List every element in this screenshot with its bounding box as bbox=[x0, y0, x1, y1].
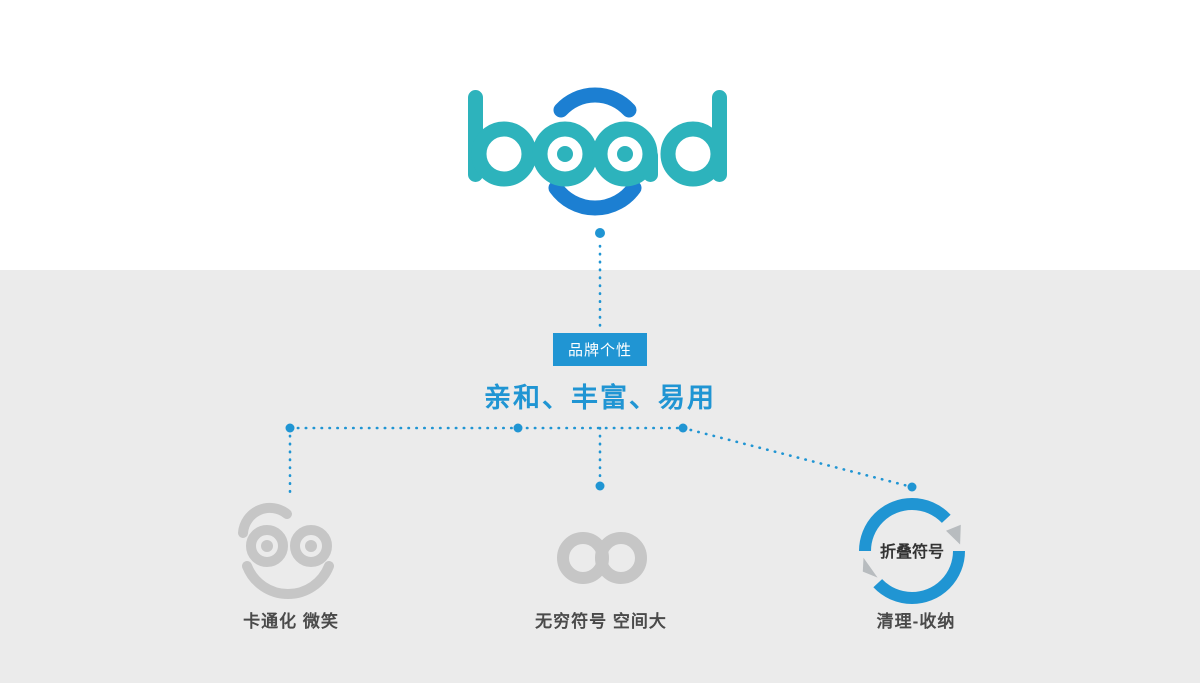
logo-right-pupil bbox=[617, 146, 633, 162]
smiley-brow-arc bbox=[238, 502, 292, 538]
logo-top-arc bbox=[553, 87, 637, 118]
node-label-infinity: 无穷符号 空间大 bbox=[535, 612, 667, 631]
logo-letter-d-stem bbox=[712, 90, 727, 182]
smiley-mouth-arc bbox=[242, 561, 334, 600]
fold-arrowhead-bottom bbox=[862, 557, 878, 578]
infinity-right-loop bbox=[595, 532, 647, 584]
logo-letter-o-eye bbox=[532, 121, 598, 187]
circular-arrows-icon: 折叠符号 bbox=[859, 498, 965, 604]
logo-bottom-arc bbox=[548, 180, 642, 216]
fold-circle-arcs bbox=[859, 498, 965, 604]
smiley-left-pupil bbox=[261, 540, 273, 552]
node-label-fold: 清理-收纳 bbox=[876, 612, 956, 631]
infinity-icon bbox=[557, 532, 647, 584]
logo-letter-a-tail bbox=[643, 148, 658, 182]
logo-left-pupil bbox=[557, 146, 573, 162]
smiley-right-eye bbox=[290, 525, 332, 567]
fold-icon-text: 折叠符号 bbox=[880, 542, 944, 561]
fold-arrowhead-top bbox=[946, 524, 961, 545]
smiley-face-icon bbox=[238, 502, 334, 600]
connector-dot bbox=[595, 228, 605, 238]
brand-traits-heading: 亲和、丰富、易用 bbox=[484, 383, 716, 413]
node-label-cartoon-smile: 卡通化 微笑 bbox=[243, 612, 339, 631]
brand-personality-badge: 品牌个性 bbox=[552, 333, 648, 366]
logo-letter-b-bowl bbox=[471, 121, 537, 187]
boad-logo bbox=[468, 87, 727, 216]
smiley-right-pupil bbox=[305, 540, 317, 552]
smiley-left-eye bbox=[246, 525, 288, 567]
logo-letter-d-bowl bbox=[660, 121, 726, 187]
